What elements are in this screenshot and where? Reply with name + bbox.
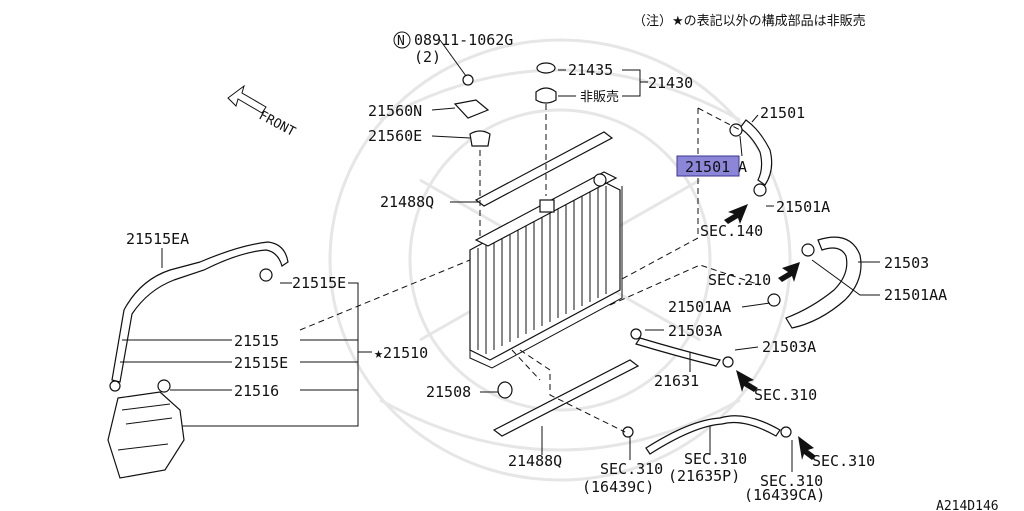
label-sec310-d: SEC.310 [760, 472, 823, 490]
label-21501: 21501 [760, 104, 805, 122]
n-circle-icon [393, 31, 411, 49]
label-21515EA: 21515EA [126, 230, 189, 248]
label-21430: 21430 [648, 74, 693, 92]
label-sec310-c: SEC.310 [684, 450, 747, 468]
label-hihanbai: 非販売 [580, 89, 619, 105]
radiator-core [469, 171, 623, 369]
diagram-code: A214D146 [936, 499, 999, 511]
label-sec310-a: SEC.310 [754, 386, 817, 404]
label-sec310-b: SEC.310 [600, 460, 663, 478]
arrow-sec210-icon [778, 262, 800, 282]
label-21516: 21516 [234, 382, 279, 400]
drain-plug [497, 349, 626, 433]
lower-hose [609, 236, 862, 329]
label-21488Q-top: 21488Q [380, 193, 434, 211]
radiator-cap [535, 62, 557, 196]
mount-bracket-parts [453, 74, 491, 240]
label-21488Q-bottom: 21488Q [508, 452, 562, 470]
label-21501AA-right: 21501AA [884, 286, 947, 304]
label-sec210: SEC.210 [708, 271, 771, 289]
label-21501A-highlight-suffix: A [738, 158, 747, 176]
top-seal-strip [474, 131, 614, 207]
arrow-sec310-icon [736, 370, 758, 392]
tank-link-line [299, 259, 471, 331]
n-circle-letter: N [397, 34, 405, 49]
reservoir-tank [107, 379, 185, 479]
label-21515E-top: 21515E [292, 274, 346, 292]
label-sec310-c-sub: (21635P) [668, 467, 740, 485]
label-21631: 21631 [654, 372, 699, 390]
label-21435: 21435 [568, 61, 613, 79]
hose-21635p [622, 415, 792, 455]
label-21515E-bottom: 21515E [234, 354, 288, 372]
label-sec310-d-sub: (16439CA) [744, 486, 825, 504]
reservoir-hose [111, 241, 289, 383]
label-21501A-highlight[interactable]: 21501 [685, 158, 730, 176]
upper-hose [619, 107, 773, 281]
label-21515: 21515 [234, 332, 279, 350]
highlight-box[interactable] [676, 155, 740, 177]
leader-lines [120, 39, 880, 472]
arrow-sec140-icon [724, 204, 748, 224]
label-sec140: SEC.140 [700, 222, 763, 240]
arrow-sec310-e-icon [798, 436, 816, 460]
label-sec310-b-sub: (16439C) [582, 478, 654, 496]
label-21503A-2: 21503A [762, 338, 816, 356]
label-21510: ★21510 [374, 344, 428, 362]
front-arrow-icon [227, 84, 267, 114]
front-label: FRONT [256, 108, 298, 140]
label-21508: 21508 [426, 383, 471, 401]
label-21501A: 21501A [776, 198, 830, 216]
label-08911-qty: (2) [414, 48, 441, 66]
label-08911: 08911-1062G [414, 31, 513, 49]
sales-note: （注）★の表記以外の構成部品は非販売 [633, 13, 866, 29]
label-21503: 21503 [884, 254, 929, 272]
label-21560E: 21560E [368, 127, 422, 145]
label-21501AA-left: 21501AA [668, 298, 731, 316]
label-21503A-1: 21503A [668, 322, 722, 340]
label-sec310-e: SEC.310 [812, 452, 875, 470]
label-21560N: 21560N [368, 102, 422, 120]
bottom-seal-strip [492, 359, 640, 437]
direction-arrows [724, 204, 816, 460]
small-hose-21631 [630, 328, 734, 368]
